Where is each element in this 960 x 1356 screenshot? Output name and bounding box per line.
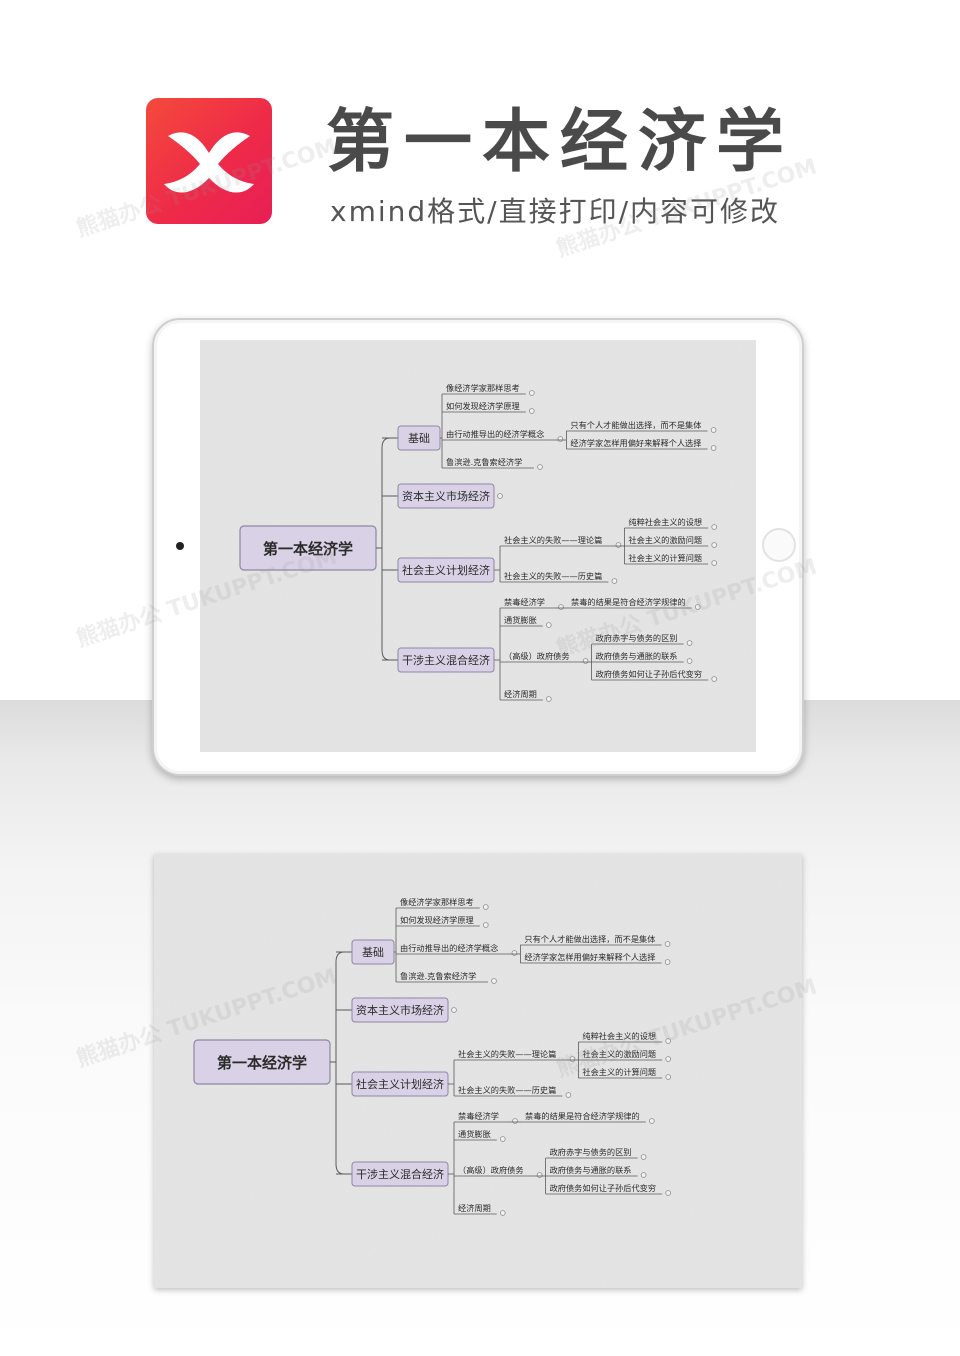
- subtopic-item[interactable]: 政府赤字与债务的区别: [550, 1147, 632, 1157]
- collapse-dot-icon[interactable]: [545, 622, 552, 628]
- subtopic-item[interactable]: 只有个人才能做出选择，而不是集体: [570, 420, 701, 430]
- collapse-dot-icon[interactable]: [511, 950, 518, 956]
- branch-node-label: 社会主义计划经济: [356, 1077, 444, 1091]
- topic-item[interactable]: 社会主义的失败——历史篇: [504, 571, 602, 581]
- topic-item[interactable]: 禁毒经济学: [458, 1111, 499, 1121]
- collapse-dot-icon[interactable]: [710, 445, 717, 451]
- topic-item[interactable]: 社会主义的失败——理论篇: [504, 535, 602, 545]
- topic-item[interactable]: 由行动推导出的经济学概念: [400, 943, 498, 953]
- branch-node-label: 基础: [362, 946, 384, 959]
- subtopic-item[interactable]: 禁毒的结果是符合经济学规律的: [571, 597, 686, 607]
- topic-item[interactable]: 鲁滨逊.克鲁索经济学: [400, 971, 476, 981]
- subtopic-item[interactable]: 社会主义的计算问题: [628, 553, 702, 563]
- collapse-dot-icon[interactable]: [582, 658, 589, 664]
- collapse-dot-icon[interactable]: [665, 1074, 672, 1080]
- topic-item[interactable]: 如何发现经济学原理: [400, 915, 474, 925]
- subtopic-item[interactable]: 纯粹社会主义的设想: [582, 1031, 656, 1041]
- topic-item[interactable]: 如何发现经济学原理: [446, 401, 520, 411]
- topic-item[interactable]: 通货膨胀: [458, 1129, 491, 1139]
- subtopic-item[interactable]: 只有个人才能做出选择，而不是集体: [524, 934, 655, 944]
- collapse-dot-icon[interactable]: [528, 390, 535, 396]
- topic-item[interactable]: 禁毒经济学: [504, 597, 545, 607]
- subtopic-item[interactable]: 社会主义的激励问题: [628, 535, 702, 545]
- topic-item[interactable]: 通货膨胀: [504, 615, 537, 625]
- page-title: 第一本经济学: [326, 103, 795, 182]
- topic-item[interactable]: 社会主义的失败——理论篇: [458, 1049, 556, 1059]
- topic-item[interactable]: 由行动推导出的经济学概念: [446, 429, 544, 439]
- collapse-dot-icon[interactable]: [710, 427, 717, 433]
- collapse-dot-icon[interactable]: [711, 542, 718, 548]
- collapse-dot-icon[interactable]: [451, 1007, 457, 1013]
- collapse-dot-icon[interactable]: [694, 604, 701, 610]
- branch-node[interactable]: [397, 483, 495, 509]
- collapse-dot-icon[interactable]: [665, 1038, 672, 1044]
- collapse-dot-icon[interactable]: [545, 696, 552, 702]
- collapse-dot-icon[interactable]: [686, 640, 693, 646]
- topic-item[interactable]: 经济周期: [504, 689, 537, 699]
- collapse-dot-icon[interactable]: [565, 1092, 572, 1098]
- subtopic-item[interactable]: 政府债务如何让子孙后代变穷: [550, 1183, 656, 1193]
- subtopic-item[interactable]: 纯粹社会主义的设想: [628, 517, 702, 527]
- xmind-logo: [146, 98, 272, 224]
- topic-item[interactable]: （高级）政府债务: [504, 651, 570, 661]
- branch-node-label: 基础: [408, 432, 430, 445]
- topic-item[interactable]: （高级）政府债务: [458, 1165, 524, 1175]
- collapse-dot-icon[interactable]: [528, 408, 535, 414]
- collapse-dot-icon[interactable]: [664, 941, 671, 947]
- topic-item[interactable]: 像经济学家那样思考: [446, 383, 520, 393]
- collapse-dot-icon[interactable]: [491, 978, 497, 984]
- collapse-dot-icon[interactable]: [497, 493, 503, 499]
- page-subtitle: xmind格式/直接打印/内容可修改: [330, 195, 781, 228]
- collapse-dot-icon[interactable]: [537, 464, 543, 470]
- collapse-dot-icon[interactable]: [482, 922, 489, 928]
- topic-item[interactable]: 经济周期: [458, 1203, 491, 1213]
- collapse-dot-icon[interactable]: [665, 1056, 672, 1062]
- collapse-dot-icon[interactable]: [558, 604, 564, 610]
- tablet-home-button: [762, 528, 796, 562]
- root-node-label: 第一本经济学: [263, 540, 353, 558]
- branch-node-label: 干涉主义混合经济: [402, 653, 490, 667]
- subtopic-item[interactable]: 社会主义的计算问题: [582, 1067, 656, 1077]
- subtopic-item[interactable]: 政府债务与通胀的联系: [550, 1165, 632, 1175]
- collapse-dot-icon[interactable]: [499, 1136, 506, 1142]
- collapse-dot-icon[interactable]: [536, 1172, 543, 1178]
- root-node-label: 第一本经济学: [217, 1054, 307, 1072]
- collapse-dot-icon[interactable]: [557, 436, 564, 442]
- subtopic-item[interactable]: 禁毒的结果是符合经济学规律的: [525, 1111, 640, 1121]
- subtopic-item[interactable]: 政府债务与通胀的联系: [596, 651, 678, 661]
- topic-item[interactable]: 鲁滨逊.克鲁索经济学: [446, 457, 522, 467]
- collapse-dot-icon[interactable]: [711, 676, 718, 682]
- collapse-dot-icon[interactable]: [615, 542, 622, 548]
- collapse-dot-icon[interactable]: [640, 1172, 647, 1178]
- collapse-dot-icon[interactable]: [686, 658, 693, 664]
- branch-node-label: 资本主义市场经济: [356, 1003, 444, 1017]
- branch-node[interactable]: [351, 997, 449, 1023]
- subtopic-item[interactable]: 社会主义的激励问题: [582, 1049, 656, 1059]
- collapse-dot-icon[interactable]: [640, 1154, 647, 1160]
- branch-node-label: 干涉主义混合经济: [356, 1167, 444, 1181]
- branch-node-label: 社会主义计划经济: [402, 563, 490, 577]
- xmind-x-icon: [164, 132, 254, 193]
- subtopic-item[interactable]: 经济学家怎样用偏好来解释个人选择: [570, 438, 701, 448]
- collapse-dot-icon[interactable]: [611, 578, 618, 584]
- collapse-dot-icon[interactable]: [664, 959, 671, 965]
- topic-item[interactable]: 像经济学家那样思考: [400, 897, 474, 907]
- collapse-dot-icon[interactable]: [665, 1190, 672, 1196]
- subtopic-item[interactable]: 政府赤字与债务的区别: [596, 633, 678, 643]
- collapse-dot-icon[interactable]: [711, 524, 718, 530]
- collapse-dot-icon[interactable]: [711, 560, 718, 566]
- collapse-dot-icon[interactable]: [648, 1118, 655, 1124]
- collapse-dot-icon[interactable]: [482, 904, 489, 910]
- tablet-camera: [176, 542, 184, 550]
- subtopic-item[interactable]: 政府债务如何让子孙后代变穷: [596, 669, 702, 679]
- collapse-dot-icon[interactable]: [499, 1210, 506, 1216]
- topic-item[interactable]: 社会主义的失败——历史篇: [458, 1085, 556, 1095]
- collapse-dot-icon[interactable]: [512, 1118, 518, 1124]
- branch-node-label: 资本主义市场经济: [402, 489, 490, 503]
- subtopic-item[interactable]: 经济学家怎样用偏好来解释个人选择: [524, 952, 655, 962]
